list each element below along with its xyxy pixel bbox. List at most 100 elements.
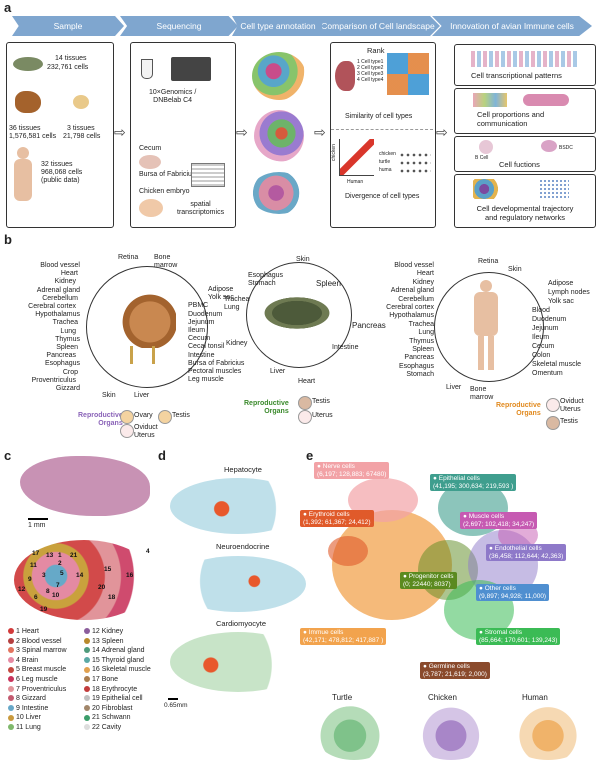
e-cell-tag: ● Germline cells(3,787; 21,619; 2,000)	[420, 662, 490, 679]
slides-image	[191, 163, 225, 187]
human-organ-label: Hypothalamus	[389, 312, 434, 320]
network-image	[539, 179, 569, 199]
human-organ-label: Spleen	[412, 346, 434, 353]
c-legend-item: 2 Blood vessel	[8, 638, 62, 647]
chicken-organ-label: Trachea	[52, 319, 78, 327]
turtle-organ-label: Esophagus	[248, 272, 284, 279]
innovation-card: B Cell BSDC Cell fuctions	[454, 136, 596, 172]
section-number: 3	[42, 572, 46, 579]
section-number: 8	[46, 588, 50, 595]
testis-icon	[158, 410, 172, 424]
cell-group-label: Muscle cells	[468, 513, 505, 520]
turtle-organ-label: Liver	[270, 368, 286, 375]
legend-swatch	[8, 656, 14, 663]
turtle-organ-label: Kidney	[226, 340, 248, 347]
scale-d: 0.65mm	[164, 702, 188, 709]
turtle-organ-circle	[246, 262, 352, 368]
human-organ-label: Trachea	[408, 320, 434, 328]
cell-group-counts: (42,171; 478,812; 417,887 )	[303, 636, 384, 644]
similarity-label: Similarity of cell types	[345, 113, 413, 120]
chicken-organ-label: Leg muscle	[188, 376, 224, 384]
human-organ-label: Colon	[532, 352, 551, 359]
chicken-organ-label: Lung	[60, 327, 76, 335]
e-cell-tag: ● Stromal cells(85,664; 170,601; 139,243…	[476, 628, 561, 645]
turtle-organ-label: Spleen	[316, 279, 341, 288]
legend-label: 12 Kidney	[92, 628, 124, 635]
legend-swatch	[84, 695, 90, 702]
e-cell-tag: ● Nerve cells(6,197; 128,883; 67480)	[314, 462, 390, 479]
c-legend-item: 15 Thyroid gland	[84, 657, 144, 666]
cell-group-name: ● Nerve cells	[317, 463, 386, 471]
legend-swatch	[84, 647, 90, 654]
legend-swatch	[8, 647, 14, 654]
legend-label: 15 Thyroid gland	[92, 656, 145, 664]
innovation-card: Cell developmental trajectory and regula…	[454, 174, 596, 228]
arrow-icon: ⇨	[114, 124, 126, 140]
turtle-repro-testis: Testis	[312, 398, 330, 405]
chicken-organ-liver: Liver	[134, 392, 150, 399]
umap-human	[506, 706, 590, 760]
scale-c: 1 mm	[28, 522, 46, 529]
turtle-organ-label: Lung	[224, 304, 240, 311]
turtle-repro-uterus: Uterus	[312, 412, 333, 419]
innovation-card: Cell proportions and communication	[454, 88, 596, 134]
cell-group-counts: (0; 22440; 8037)	[403, 580, 451, 588]
human-organ-label: Cerebellum	[398, 295, 434, 303]
section-number: 9	[28, 576, 32, 583]
chicken-organ-label: PBMC	[188, 302, 209, 310]
cell-group-label: Erythroid cells	[308, 511, 350, 518]
human-leg	[478, 336, 484, 370]
legend-swatch	[84, 676, 90, 683]
innovation-label: Cell transcriptional patterns	[471, 71, 562, 80]
panel-label-b: b	[4, 232, 12, 247]
workflow-step-sample: Sample	[12, 16, 124, 36]
human-organ-liver: Liver	[446, 384, 462, 391]
chicken-leg	[152, 346, 155, 364]
legend-label: 20 Fibroblast	[92, 704, 133, 712]
legend-label: 11 Lung	[16, 724, 41, 731]
legend-swatch	[84, 685, 90, 692]
scatter-image	[339, 139, 374, 176]
turtle-organ-label: Skin	[296, 256, 310, 263]
human-organ-label: Ileum	[532, 334, 550, 341]
d-title-neuroendocrine: Neuroendocrine	[216, 542, 270, 551]
section-number: 15	[104, 566, 112, 573]
human-organ-bone-marrow: Bone marrow	[470, 386, 494, 401]
species-turtle: Turtle	[332, 693, 353, 702]
c-legend-item: 6 Leg muscle	[8, 676, 58, 685]
e-cell-tag: ● Progenitor cells(0; 22440; 8037)	[400, 572, 457, 589]
legend-swatch	[84, 628, 90, 635]
legend-label: 18 Erythrocyte	[92, 685, 138, 693]
legend-swatch	[8, 628, 14, 635]
human-organ-label: Esophagus	[398, 362, 434, 370]
human-organ-label: Omentum	[532, 370, 563, 377]
c-legend-item: 9 Intestine	[8, 705, 48, 714]
legend-swatch	[84, 666, 90, 673]
cell-group-label: Epithelial cells	[438, 475, 480, 482]
proportion-image	[473, 93, 507, 107]
human-organ-label: Heart	[416, 270, 434, 278]
c-legend-item: 14 Adrenal gland	[84, 647, 145, 656]
legend-label: 22 Cavity	[92, 724, 122, 731]
communication-image	[523, 94, 569, 106]
circle-icon: ●	[303, 629, 307, 636]
chicken-organ-label: Pectoral muscles	[188, 368, 242, 375]
section-number: 4	[146, 548, 150, 555]
c-legend-item: 3 Spinal marrow	[8, 647, 67, 656]
turtle-organ-label: Stomach	[248, 280, 276, 287]
section-number: 5	[60, 570, 64, 577]
circle-icon: ●	[403, 573, 407, 580]
turtle-repro-title: Reproductive Organs	[244, 400, 289, 415]
workflow-step-annotation: Cell type annotation	[232, 16, 324, 36]
chicken-cells: 1,576,581 cells	[9, 133, 57, 140]
chicken-organ-label: Cerebral cortex	[28, 303, 76, 310]
arrow-icon: ⇨	[236, 124, 248, 140]
c-legend-item: 1 Heart	[8, 628, 39, 637]
human-head-image	[480, 280, 492, 292]
cell-group-counts: (6,197; 128,883; 67480)	[317, 470, 387, 478]
workflow-step-comparison: Comparison of Cell landscape	[316, 16, 440, 36]
legend-swatch	[84, 704, 90, 711]
chicken-image	[15, 91, 41, 113]
section-number: 1	[58, 552, 62, 559]
platform-label: 10×Genomics / DNBelab C4	[149, 89, 197, 104]
